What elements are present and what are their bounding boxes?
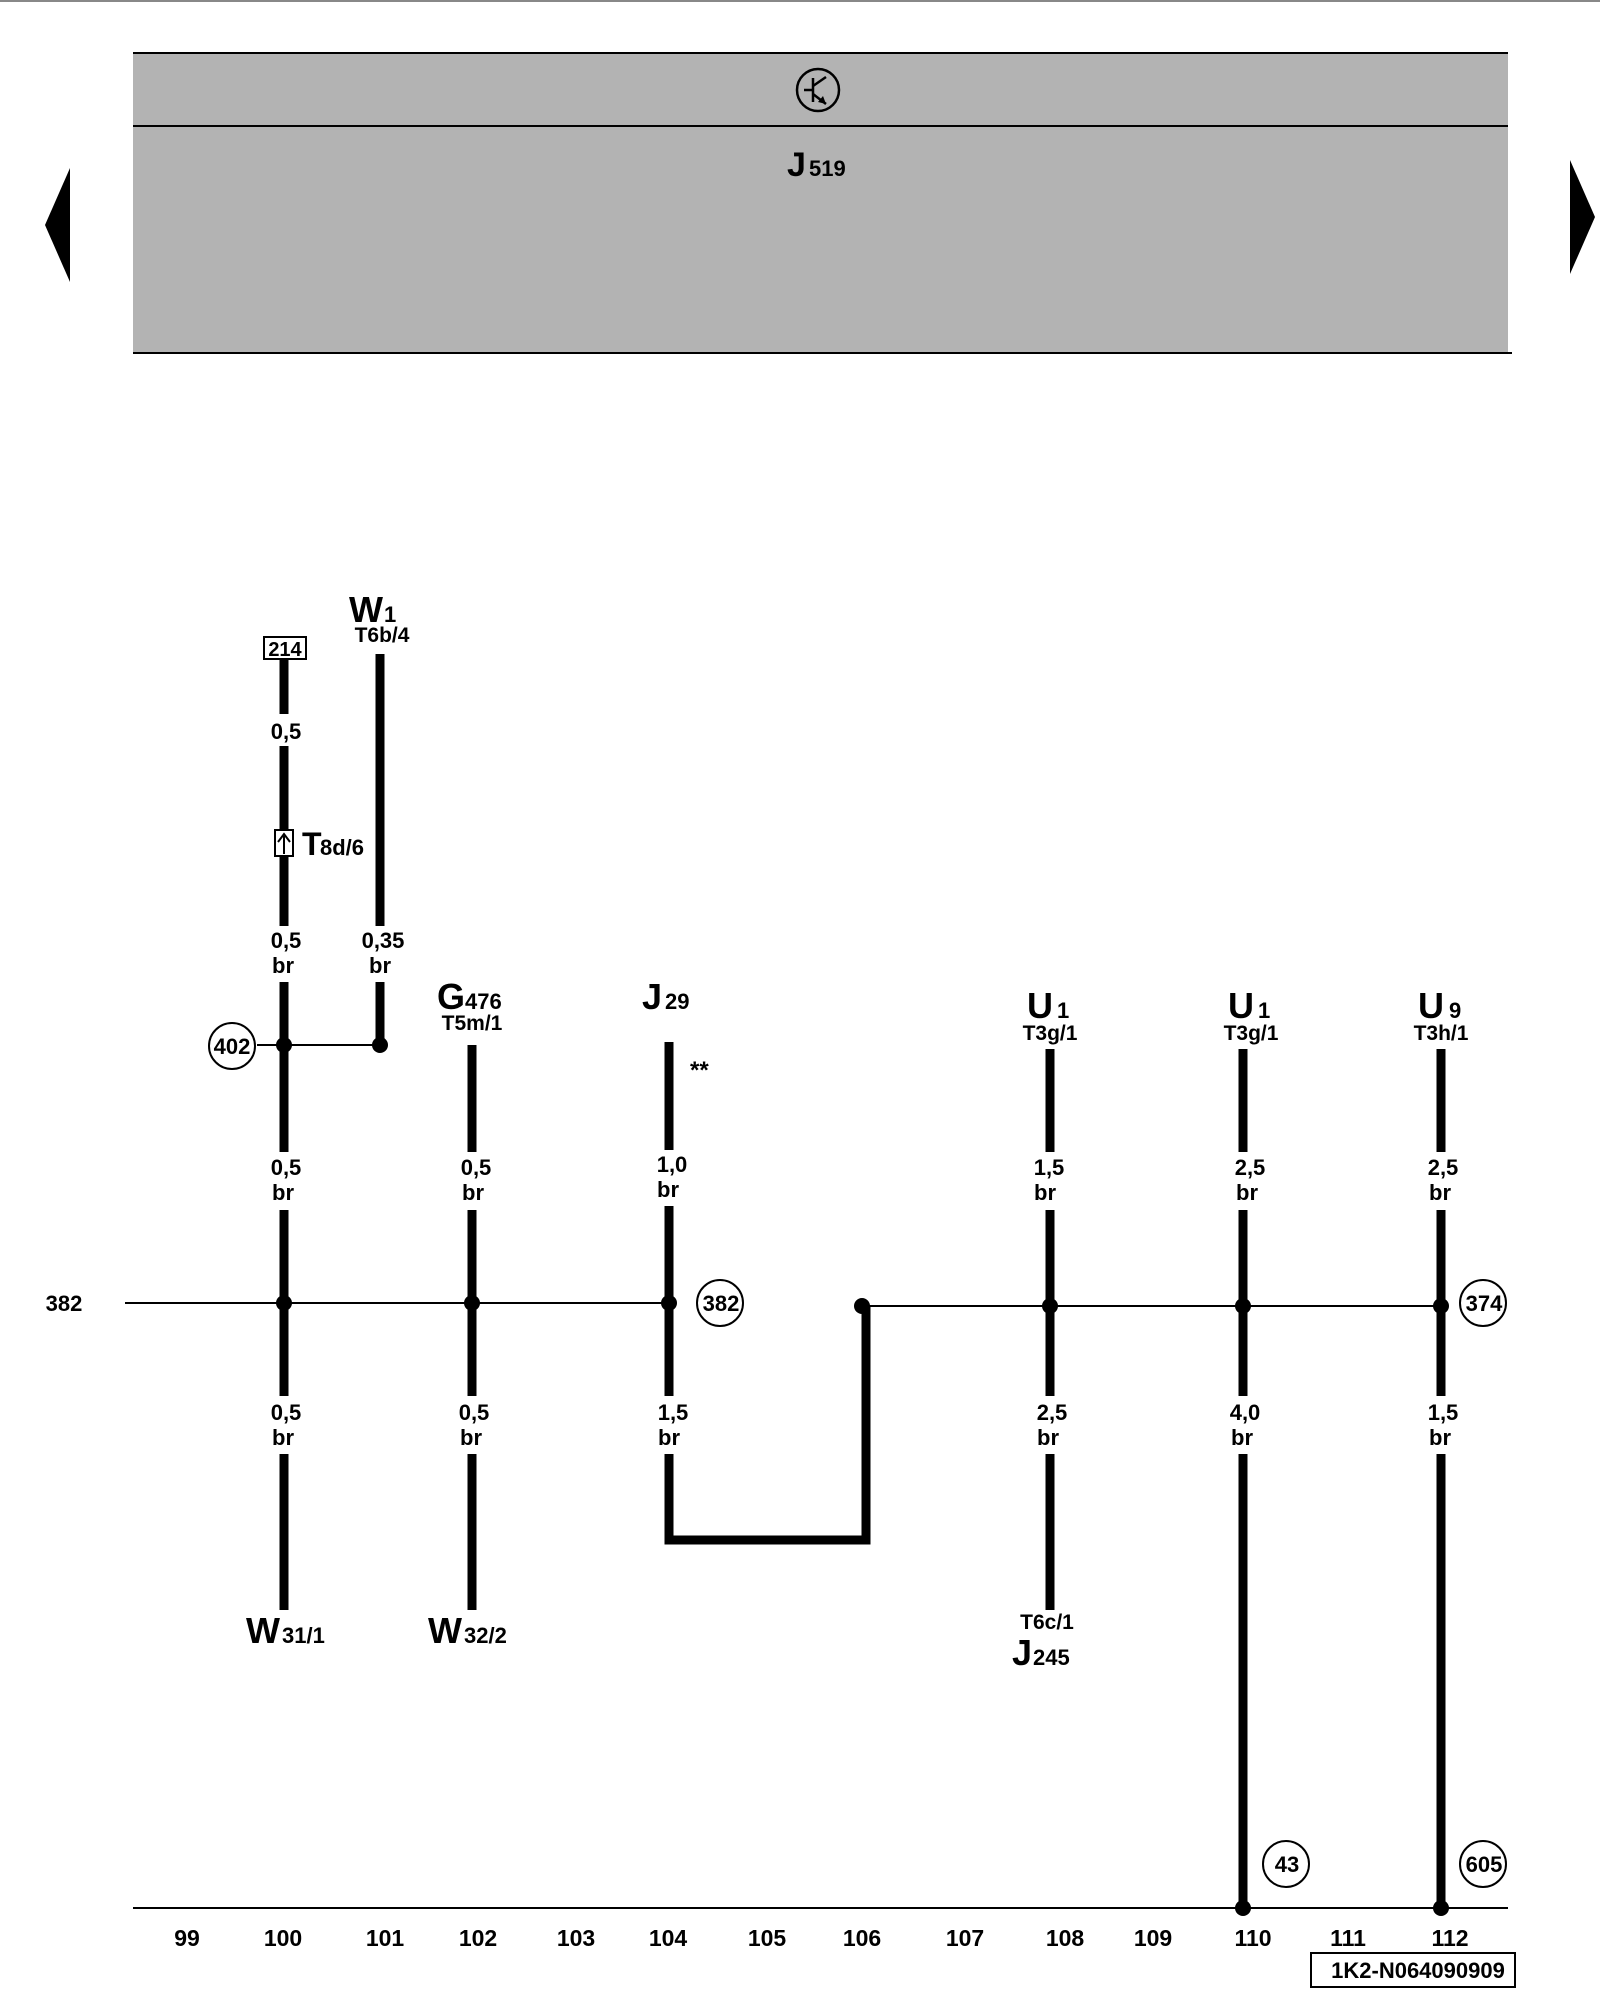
- w32-label-main: W: [428, 1610, 462, 1651]
- scale-number-110: 110: [1234, 1925, 1271, 1951]
- module-box: [133, 53, 1508, 353]
- wire-color-104-mid: br: [657, 1177, 679, 1202]
- ref-circle-402[interactable]: [208, 1022, 256, 1070]
- wire-color-110-bot: br: [1231, 1425, 1253, 1450]
- scale-number-108: 108: [1046, 1925, 1085, 1951]
- ref-box-214-label: 214: [268, 639, 302, 661]
- j29-note: **: [690, 1057, 709, 1084]
- w31-label-sub: 31/1: [282, 1623, 325, 1648]
- wire-size-101: 0,35: [362, 928, 405, 953]
- wire-size-112-mid: 2,5: [1428, 1155, 1459, 1180]
- ref-circle-382-label: 382: [703, 1291, 740, 1316]
- u9-label-sub: 9: [1449, 998, 1461, 1023]
- doc-id: 1K2-N064090909: [1331, 1958, 1505, 1983]
- wire-size-110-mid: 2,5: [1235, 1155, 1266, 1180]
- connector-label-sub: 8d/6: [320, 835, 364, 860]
- wire-size-100-mid1: 0,5: [271, 928, 302, 953]
- j29-label-sub: 29: [665, 989, 689, 1014]
- ref-circle-374[interactable]: [1459, 1279, 1507, 1327]
- g476-label-sub: 476: [465, 989, 502, 1014]
- wire-color-101: br: [369, 953, 391, 978]
- wire-color-100-mid1: br: [272, 953, 294, 978]
- scale-number-107: 107: [946, 1925, 984, 1951]
- w1-label-main: W: [349, 589, 383, 630]
- wire-size-108-mid: 1,5: [1034, 1155, 1065, 1180]
- wire-size-110-bot: 4,0: [1230, 1400, 1261, 1425]
- u1a-label-sub: 1: [1057, 998, 1069, 1023]
- scale-number-105: 105: [748, 1925, 787, 1951]
- scale-number-111: 111: [1330, 1925, 1366, 1951]
- g476-pin: T5m/1: [442, 1012, 503, 1035]
- j245-label-sub: 245: [1033, 1645, 1070, 1670]
- u9-label-main: U: [1418, 985, 1444, 1026]
- g476-label-main: G: [437, 976, 465, 1017]
- wire-color-102-bot: br: [460, 1425, 482, 1450]
- scale-number-106: 106: [843, 1925, 881, 1951]
- scale-number-102: 102: [459, 1925, 497, 1951]
- connector-label-main: T: [302, 826, 322, 862]
- wire-color-108-mid: br: [1034, 1180, 1056, 1205]
- wire-group: [279, 654, 1446, 1908]
- junction-dots: [276, 1037, 1449, 1916]
- wire-color-104-bot: br: [658, 1425, 680, 1450]
- wire-size-112-bot: 1,5: [1428, 1400, 1459, 1425]
- u1b-label-sub: 1: [1258, 998, 1270, 1023]
- wire-color-112-mid: br: [1429, 1180, 1451, 1205]
- ref-circle-605[interactable]: [1459, 1840, 1507, 1888]
- module-label-main: J: [787, 146, 806, 184]
- u9-pin: T3h/1: [1414, 1022, 1469, 1045]
- w1-label-sub: 1: [384, 602, 396, 627]
- wire-size-108-bot: 2,5: [1037, 1400, 1068, 1425]
- right-arrow-icon[interactable]: [1570, 160, 1595, 274]
- ref-circle-43[interactable]: [1262, 1840, 1310, 1888]
- scale-number-112: 112: [1431, 1925, 1468, 1951]
- ref-circle-382[interactable]: [696, 1279, 744, 1327]
- wire-color-110-mid: br: [1236, 1180, 1258, 1205]
- left-continuation-ref: 382: [46, 1291, 83, 1316]
- scale-number-100: 100: [264, 1925, 302, 1951]
- wire-size-102-bot: 0,5: [459, 1400, 490, 1425]
- ref-circle-605-label: 605: [1466, 1852, 1503, 1877]
- wire-size-102-mid: 0,5: [461, 1155, 492, 1180]
- scale-numbers: 99 100 101 102 103 104 105 106 107 108 109 110 111 11…: [174, 1925, 1468, 1951]
- wire-size-100-mid2: 0,5: [271, 1155, 302, 1180]
- wire-color-112-bot: br: [1429, 1425, 1451, 1450]
- scale-number-103: 103: [557, 1925, 595, 1951]
- control-module-header: J 519: [133, 52, 1512, 354]
- w31-label-main: W: [246, 1610, 280, 1651]
- j245-pin: T6c/1: [1020, 1611, 1074, 1634]
- scale-number-104: 104: [649, 1925, 688, 1951]
- w32-label-sub: 32/2: [464, 1623, 507, 1648]
- w1-pin: T6b/4: [355, 624, 410, 647]
- doc-id-box: [1310, 1952, 1516, 1988]
- connector-icon: [274, 829, 294, 857]
- scale-number-99: 99: [174, 1925, 200, 1951]
- scale-number-109: 109: [1134, 1925, 1172, 1951]
- wire-size-100-top: 0,5: [271, 719, 302, 744]
- scale-number-101: 101: [366, 1925, 405, 1951]
- j29-label-main: J: [642, 976, 662, 1017]
- ref-circle-402-label: 402: [214, 1034, 251, 1059]
- j245-label-main: J: [1012, 1632, 1032, 1673]
- ref-circle-43-label: 43: [1275, 1852, 1299, 1877]
- transistor-symbol-icon: [795, 67, 841, 113]
- wire-color-102-mid: br: [462, 1180, 484, 1205]
- wire-color-108-bot: br: [1037, 1425, 1059, 1450]
- u1a-label-main: U: [1027, 985, 1053, 1026]
- u1b-label-main: U: [1228, 985, 1254, 1026]
- circle-refs: [208, 1022, 1507, 1888]
- wire-color-100-mid2: br: [272, 1180, 294, 1205]
- ref-circle-374-label: 374: [1466, 1291, 1503, 1316]
- module-label-sub: 519: [809, 156, 846, 181]
- wire-color-100-bot: br: [272, 1425, 294, 1450]
- u1a-pin: T3g/1: [1023, 1022, 1078, 1045]
- u1b-pin: T3g/1: [1224, 1022, 1279, 1045]
- wire-size-104-mid: 1,0: [657, 1152, 688, 1177]
- wire-size-104-bot: 1,5: [658, 1400, 689, 1425]
- wire-104-bridge: [664, 1306, 871, 1545]
- left-arrow-icon[interactable]: [45, 168, 70, 282]
- wire-size-100-bot: 0,5: [271, 1400, 302, 1425]
